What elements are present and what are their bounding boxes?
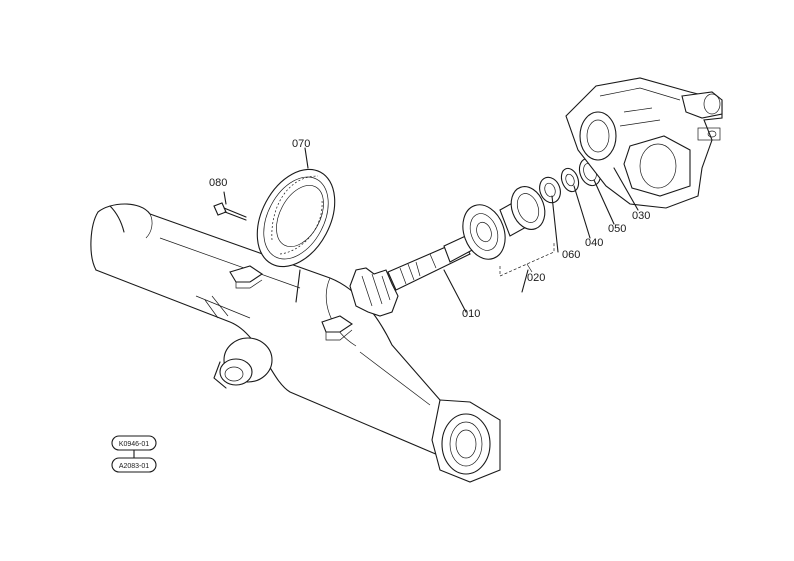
reference-badge-2: A2083-01 [119,463,149,470]
axle-housing [90,203,501,483]
gear-case [565,77,723,209]
callout-080: 080 [209,177,227,189]
callout-050: 050 [608,223,626,235]
callout-070: 070 [292,138,310,150]
pinion-shaft [349,233,477,317]
ring-gear [256,168,336,268]
taper-bearing-large [462,204,506,260]
bolt [213,202,247,221]
bearing-bracket-020 [499,242,555,277]
reference-badges: K0946-01 A2083-01 [111,435,157,473]
leader-lines [223,147,639,313]
callout-030: 030 [632,210,650,222]
taper-bearing-small [510,186,546,230]
callout-060: 060 [562,249,580,261]
washer [560,167,580,193]
callout-010: 010 [462,308,480,320]
callout-labels: 080 070 010 020 060 040 050 030 [209,138,650,320]
callout-020: 020 [527,272,545,284]
callout-040: 040 [585,237,603,249]
reference-badge-1: K0946-01 [119,441,149,448]
